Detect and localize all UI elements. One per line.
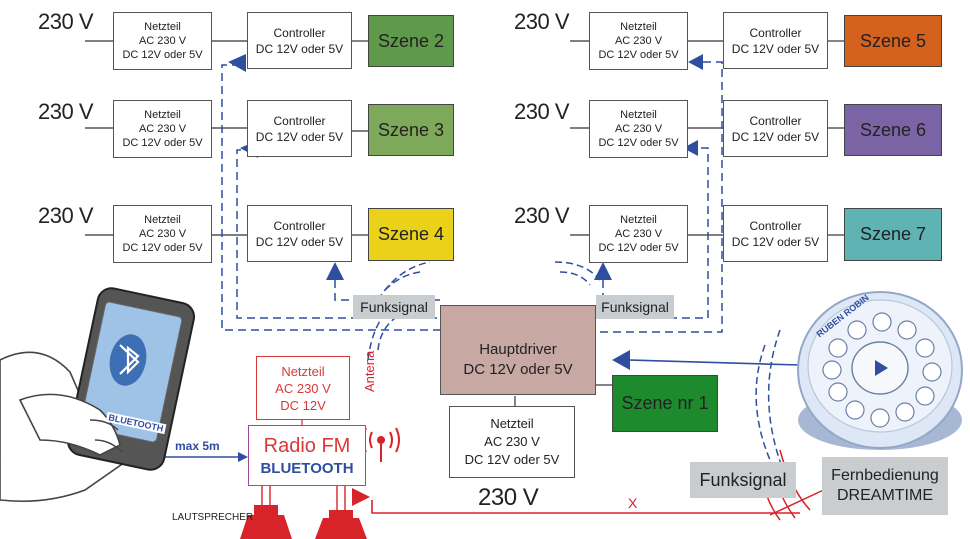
netzteil-title: Netzteil: [620, 214, 657, 226]
max-distance-label: max 5m: [175, 439, 220, 453]
radio-netzteil-dc: DC 12V: [280, 397, 326, 413]
scene-2-box: Szene 2: [368, 15, 454, 67]
netzteil-title: Netzteil: [144, 214, 181, 226]
radio-fm-label: Radio FM: [263, 434, 351, 457]
scene-7-box: Szene 7: [844, 208, 942, 261]
netzteil-box-2: Netzteil AC 230 V DC 12V oder 5V: [113, 100, 212, 158]
controller-title: Controller: [749, 25, 802, 40]
netzteil-ac: AC 230 V: [614, 35, 663, 47]
scene-6-box: Szene 6: [844, 104, 942, 156]
hauptdriver-box: Hauptdriver DC 12V oder 5V: [440, 305, 596, 395]
funksignal-label-right: Funksignal: [596, 295, 674, 319]
voltage-label: 230 V: [38, 203, 94, 228]
netzteil-title: Netzteil: [144, 109, 181, 121]
scene-1-box: Szene nr 1: [612, 375, 718, 432]
voltage-label: 230 V: [38, 99, 94, 124]
controller-title: Controller: [749, 218, 802, 233]
controller-box-2: Controller DC 12V oder 5V: [247, 100, 352, 157]
scene-3-box: Szene 3: [368, 104, 454, 156]
controller-title: Controller: [273, 113, 326, 128]
voltage-label: 230 V: [514, 9, 570, 34]
x-mark: X: [628, 495, 638, 511]
netzteil-dc: DC 12V oder 5V: [598, 242, 679, 254]
netzteil-dc: DC 12V oder 5V: [598, 49, 679, 61]
hand-phone-icon: [0, 287, 195, 502]
controller-title: Controller: [273, 25, 326, 40]
controller-box-1: Controller DC 12V oder 5V: [247, 12, 352, 69]
radio-fm-box: Radio FM BLUETOOTH: [248, 425, 366, 486]
speaker-icon: [240, 505, 367, 539]
netzteil-box-5: Netzteil AC 230 V DC 12V oder 5V: [589, 100, 688, 158]
hauptdriver-title: Hauptdriver: [479, 341, 557, 358]
netzteil-ac: AC 230 V: [614, 228, 663, 240]
scene-5-box: Szene 5: [844, 15, 942, 67]
antenna-label: Antena: [362, 350, 377, 392]
controller-box-4: Controller DC 12V oder 5V: [723, 12, 828, 69]
netzteil-box-4: Netzteil AC 230 V DC 12V oder 5V: [589, 12, 688, 70]
main-voltage-label: 230 V: [478, 484, 539, 511]
controller-box-5: Controller DC 12V oder 5V: [723, 100, 828, 157]
remote-model: DREAMTIME: [837, 487, 933, 504]
controller-title: Controller: [749, 113, 802, 128]
netzteil-dc: DC 12V oder 5V: [122, 49, 203, 61]
netzteil-ac: AC 230 V: [138, 228, 187, 240]
scene-4-box: Szene 4: [368, 208, 454, 261]
antenna-icon: [362, 427, 400, 462]
remote-control-icon: RUBEN ROBIN: [797, 291, 963, 450]
netzteil-title: Netzteil: [144, 21, 181, 33]
main-netzteil-box: Netzteil AC 230 V DC 12V oder 5V: [449, 406, 575, 478]
controller-box-3: Controller DC 12V oder 5V: [247, 205, 352, 262]
netzteil-ac: AC 230 V: [138, 123, 187, 135]
remote-label-box: Fernbedienung DREAMTIME: [822, 457, 948, 515]
voltage-label: 230 V: [38, 9, 94, 34]
controller-title: Controller: [273, 218, 326, 233]
controller-dc: DC 12V oder 5V: [731, 234, 820, 249]
controller-dc: DC 12V oder 5V: [731, 41, 820, 56]
radio-bluetooth-label: BLUETOOTH: [260, 459, 354, 477]
voltage-label: 230 V: [514, 203, 570, 228]
radio-netzteil-title: Netzteil: [281, 363, 325, 379]
controller-dc: DC 12V oder 5V: [255, 41, 344, 56]
voltage-label: 230 V: [514, 99, 570, 124]
netzteil-ac: AC 230 V: [614, 123, 663, 135]
controller-dc: DC 12V oder 5V: [731, 129, 820, 144]
netzteil-box-6: Netzteil AC 230 V DC 12V oder 5V: [589, 205, 688, 263]
netzteil-dc: DC 12V oder 5V: [598, 137, 679, 149]
controller-box-6: Controller DC 12V oder 5V: [723, 205, 828, 262]
main-netzteil-dc: DC 12V oder 5V: [464, 452, 560, 467]
controller-dc: DC 12V oder 5V: [255, 129, 344, 144]
netzteil-title: Netzteil: [620, 109, 657, 121]
netzteil-title: Netzteil: [620, 21, 657, 33]
main-netzteil-ac: AC 230 V: [484, 434, 540, 449]
main-netzteil-title: Netzteil: [490, 416, 534, 431]
netzteil-dc: DC 12V oder 5V: [122, 242, 203, 254]
controller-dc: DC 12V oder 5V: [255, 234, 344, 249]
remote-title: Fernbedienung: [831, 467, 939, 484]
netzteil-dc: DC 12V oder 5V: [122, 137, 203, 149]
netzteil-box-1: Netzteil AC 230 V DC 12V oder 5V: [113, 12, 212, 70]
netzteil-ac: AC 230 V: [138, 35, 187, 47]
netzteil-box-3: Netzteil AC 230 V DC 12V oder 5V: [113, 205, 212, 263]
funksignal-label-left: Funksignal: [353, 295, 435, 319]
funksignal-label-remote: Funksignal: [690, 462, 796, 498]
speaker-label: LAUTSPRECHER: [172, 512, 254, 523]
hauptdriver-dc: DC 12V oder 5V: [463, 361, 573, 378]
radio-netzteil-box: Netzteil AC 230 V DC 12V: [256, 356, 350, 420]
radio-netzteil-ac: AC 230 V: [275, 380, 331, 396]
